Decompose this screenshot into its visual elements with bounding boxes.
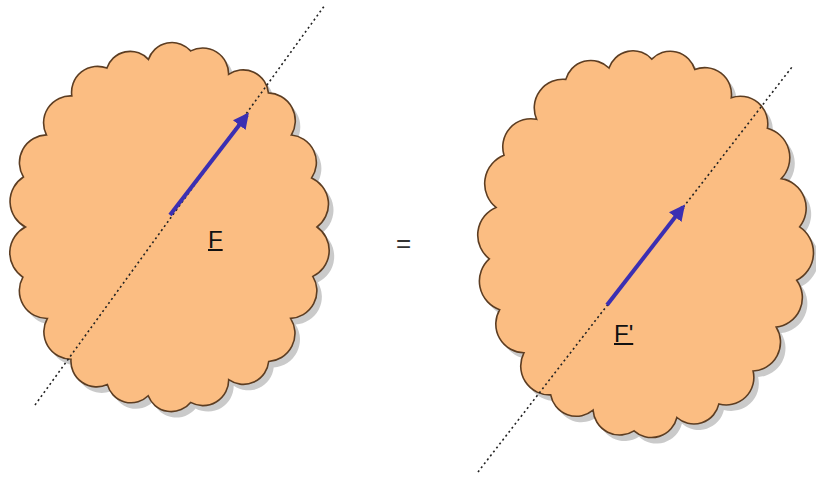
cloud-outline [474,44,812,442]
force-label: F [208,226,223,254]
line-of-action [478,67,792,472]
cloud-body: F' [474,44,812,442]
force-arrow [607,207,683,305]
cloud-fill [10,43,329,412]
equals-sign: = [396,228,411,259]
force-arrow [170,115,247,215]
force-label: F' [614,320,633,348]
cloud-body: F [5,38,333,416]
cloud-outline [5,38,333,416]
cloud-fill [478,51,814,438]
line-of-action [35,5,325,405]
